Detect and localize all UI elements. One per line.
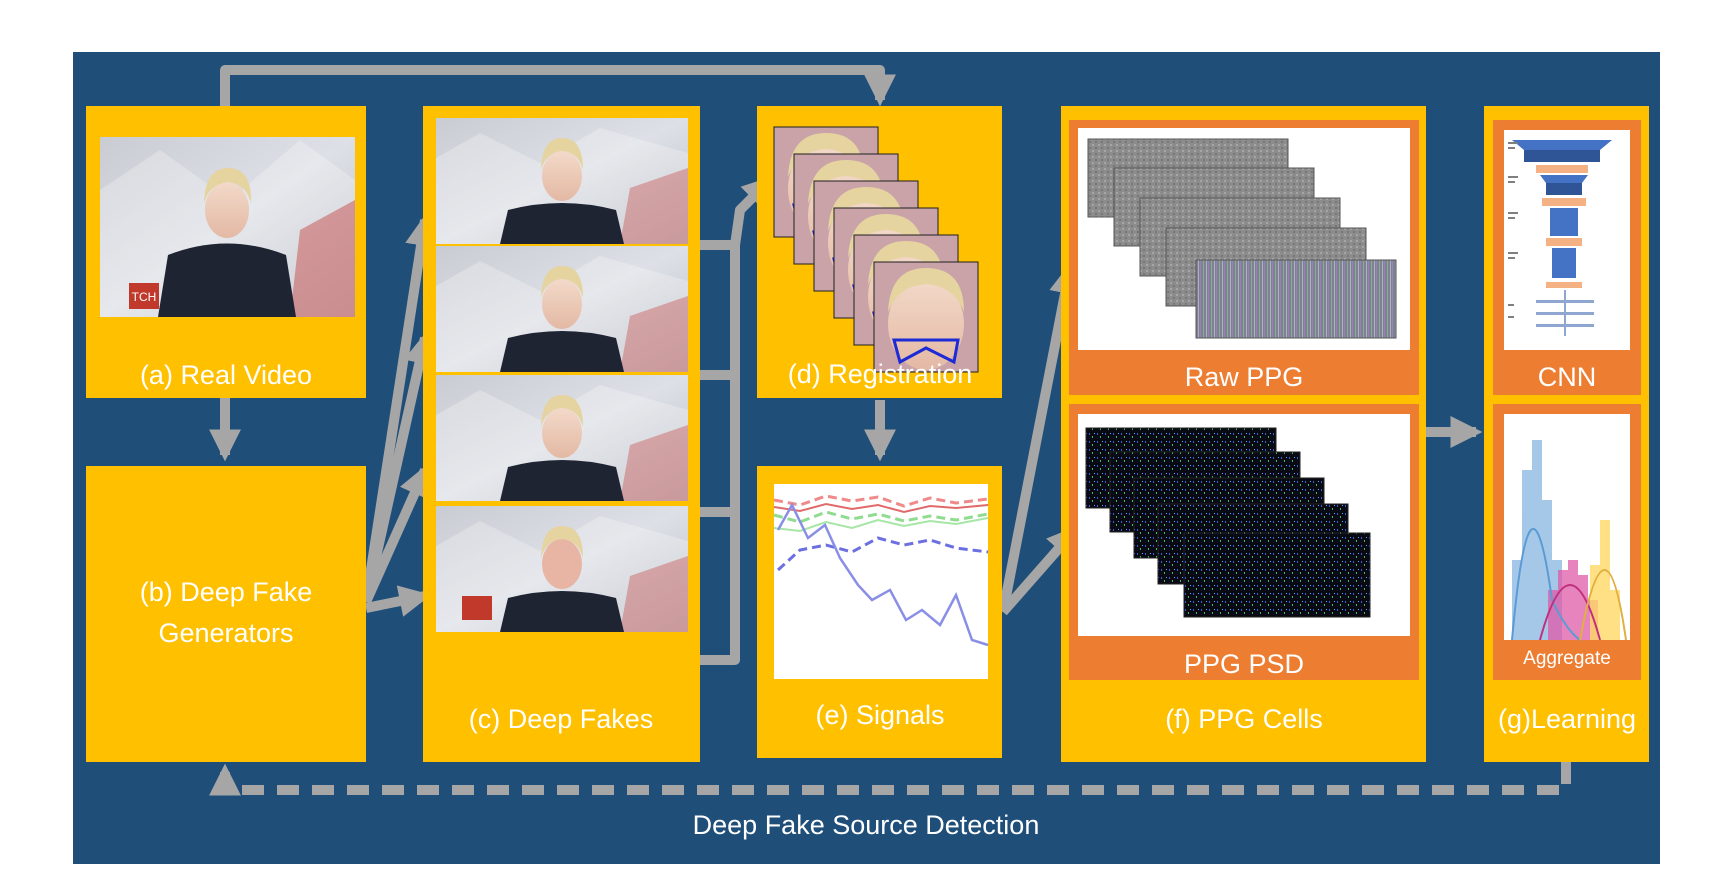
panel-real-video: TCH (a) Real Video	[86, 106, 366, 398]
label-raw-ppg: Raw PPG	[1185, 362, 1304, 392]
raw-ppg-stack	[1087, 138, 1397, 339]
panel-deep-fakes: (c) Deep Fakes	[423, 106, 700, 762]
subpanel-cnn: CNN	[1493, 120, 1641, 395]
label-aggregate: Aggregate	[1523, 648, 1611, 669]
label-signals: (e) Signals	[815, 700, 944, 730]
label-generators-line2: Generators	[158, 618, 293, 648]
subpanel-aggregate: Aggregate	[1493, 404, 1641, 680]
label-real-video: (a) Real Video	[140, 360, 312, 390]
arrow-real-to-registration	[220, 65, 897, 107]
raw-ppg-strip	[1195, 259, 1397, 339]
label-generators-line1: (b) Deep Fake	[140, 577, 313, 607]
arrow-generators-to-fake-3	[361, 464, 430, 605]
panel-learning: CNN	[1484, 106, 1649, 762]
arrow-generators-to-fake-4	[365, 585, 432, 617]
label-cnn: CNN	[1538, 362, 1597, 392]
deep-fake-frame	[436, 375, 688, 501]
cnn-architecture	[1508, 140, 1612, 336]
deep-fake-frame	[436, 246, 688, 372]
label-learning: (g)Learning	[1498, 704, 1636, 734]
registration-face-stack	[773, 126, 979, 373]
real-video-badge: TCH	[132, 290, 157, 304]
fake-frame-badge	[462, 596, 492, 620]
diagram-caption: Deep Fake Source Detection	[693, 810, 1040, 840]
deep-fake-frames	[436, 118, 688, 632]
connector-arrows	[208, 65, 1571, 796]
aggregate-histogram	[1511, 440, 1627, 641]
label-registration: (d) Registration	[788, 359, 973, 389]
panel-generators: (b) Deep Fake Generators	[86, 466, 366, 762]
panel-signals: (e) Signals	[757, 466, 1002, 758]
subpanel-ppg-psd: PPG PSD	[1069, 404, 1419, 680]
label-ppg-cells: (f) PPG Cells	[1165, 704, 1323, 734]
arrow-signals-to-raw-ppg	[998, 261, 1081, 613]
panel-ppg-cells: Raw PPG PPG PSD (f) PPG Cells	[1061, 106, 1426, 762]
arrow-fakes-to-registration	[700, 180, 770, 665]
label-deep-fakes: (c) Deep Fakes	[469, 704, 654, 734]
subpanel-raw-ppg: Raw PPG	[1069, 120, 1419, 395]
ppg-psd-stack	[1085, 427, 1371, 618]
arrow-generators-to-fake-2	[361, 331, 436, 604]
label-ppg-psd: PPG PSD	[1184, 649, 1304, 679]
deep-fake-frame	[436, 118, 688, 244]
real-video-frame: TCH	[100, 137, 355, 317]
signals-plot	[773, 484, 989, 679]
panel-registration: (d) Registration	[757, 106, 1002, 398]
registered-face-crop	[873, 261, 979, 373]
arrow-source-detection-loop	[208, 762, 1571, 796]
ppg-psd-strip	[1183, 532, 1371, 618]
deep-fake-frame	[436, 506, 688, 632]
